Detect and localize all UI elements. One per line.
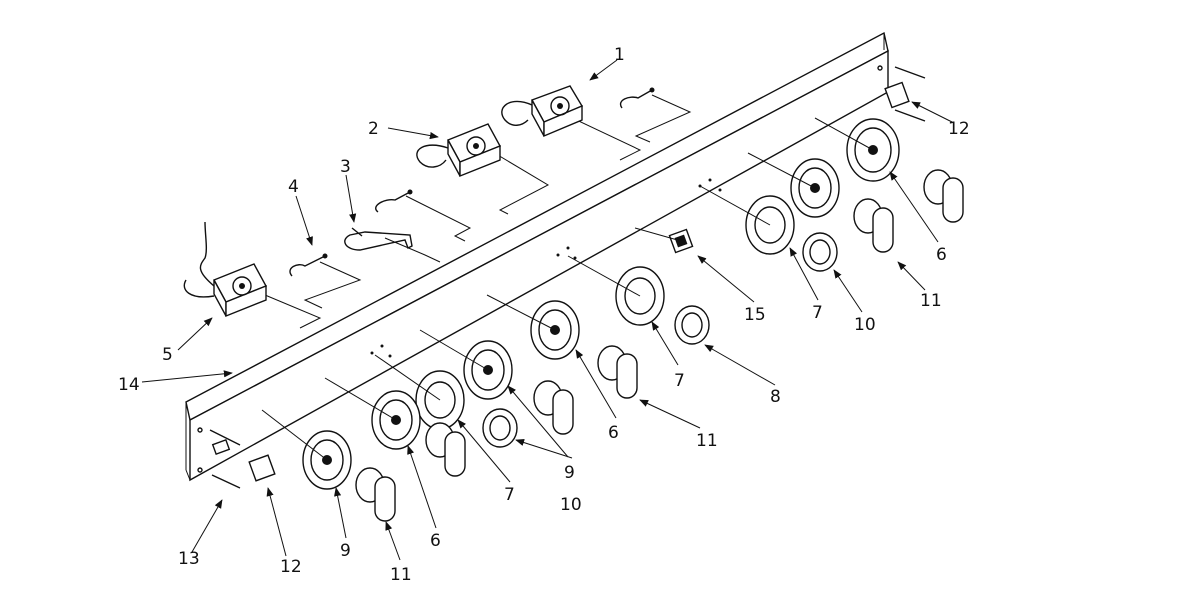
knob-r2	[853, 198, 894, 253]
control-panel	[185, 31, 889, 482]
knob-r5	[597, 345, 638, 399]
callout-14: 14	[118, 375, 140, 395]
callout-6-right: 6	[936, 245, 947, 265]
part-5-switch	[183, 221, 267, 318]
knob-rightmost	[923, 169, 964, 223]
callout-13: 13	[178, 549, 200, 569]
part-1-switch	[501, 85, 584, 138]
callout-8: 8	[770, 387, 781, 407]
knob-r9	[355, 467, 396, 522]
callout-11-left: 11	[390, 565, 412, 585]
callout-7-middle: 7	[674, 371, 685, 391]
alignment-lines	[261, 117, 874, 461]
callout-12-right: 12	[948, 119, 970, 139]
callout-4: 4	[288, 177, 299, 197]
wiring	[264, 94, 692, 329]
part-4-wire	[289, 253, 328, 277]
knobs	[355, 169, 964, 522]
part-12-left-block	[209, 429, 276, 489]
callout-arrows	[141, 59, 953, 561]
callout-9-left: 9	[340, 541, 351, 561]
callout-6-left: 6	[430, 531, 441, 551]
cap-r7	[482, 408, 518, 448]
callout-2: 2	[368, 119, 379, 139]
callout-11-right: 11	[920, 291, 942, 311]
callout-10-right: 10	[854, 315, 876, 335]
caps	[482, 232, 838, 448]
callout-15: 15	[744, 305, 766, 325]
part-3-bracket	[344, 189, 413, 251]
callout-12-left: 12	[280, 557, 302, 577]
callout-labels: 1 2 3 4 5 14 12 6 11 10 7 15 8 7 11 6 9 …	[118, 45, 970, 585]
part-2-switch	[416, 123, 501, 178]
cap-r3	[802, 232, 838, 272]
part-12-right-block	[884, 66, 926, 122]
callout-5: 5	[162, 345, 173, 365]
callout-3: 3	[340, 157, 351, 177]
callout-10-left: 10	[560, 495, 582, 515]
callout-6-middle: 6	[608, 423, 619, 443]
callout-11-middle: 11	[696, 431, 718, 451]
wire-top-right	[619, 87, 655, 109]
alignment-markers	[197, 65, 883, 473]
callout-7-right: 7	[812, 303, 823, 323]
callout-1: 1	[614, 45, 625, 65]
knob-r6	[533, 380, 574, 435]
cap-r4	[674, 305, 710, 345]
callout-9-middle: 9	[564, 463, 575, 483]
knob-r8	[425, 422, 466, 477]
callout-7-left: 7	[504, 485, 515, 505]
